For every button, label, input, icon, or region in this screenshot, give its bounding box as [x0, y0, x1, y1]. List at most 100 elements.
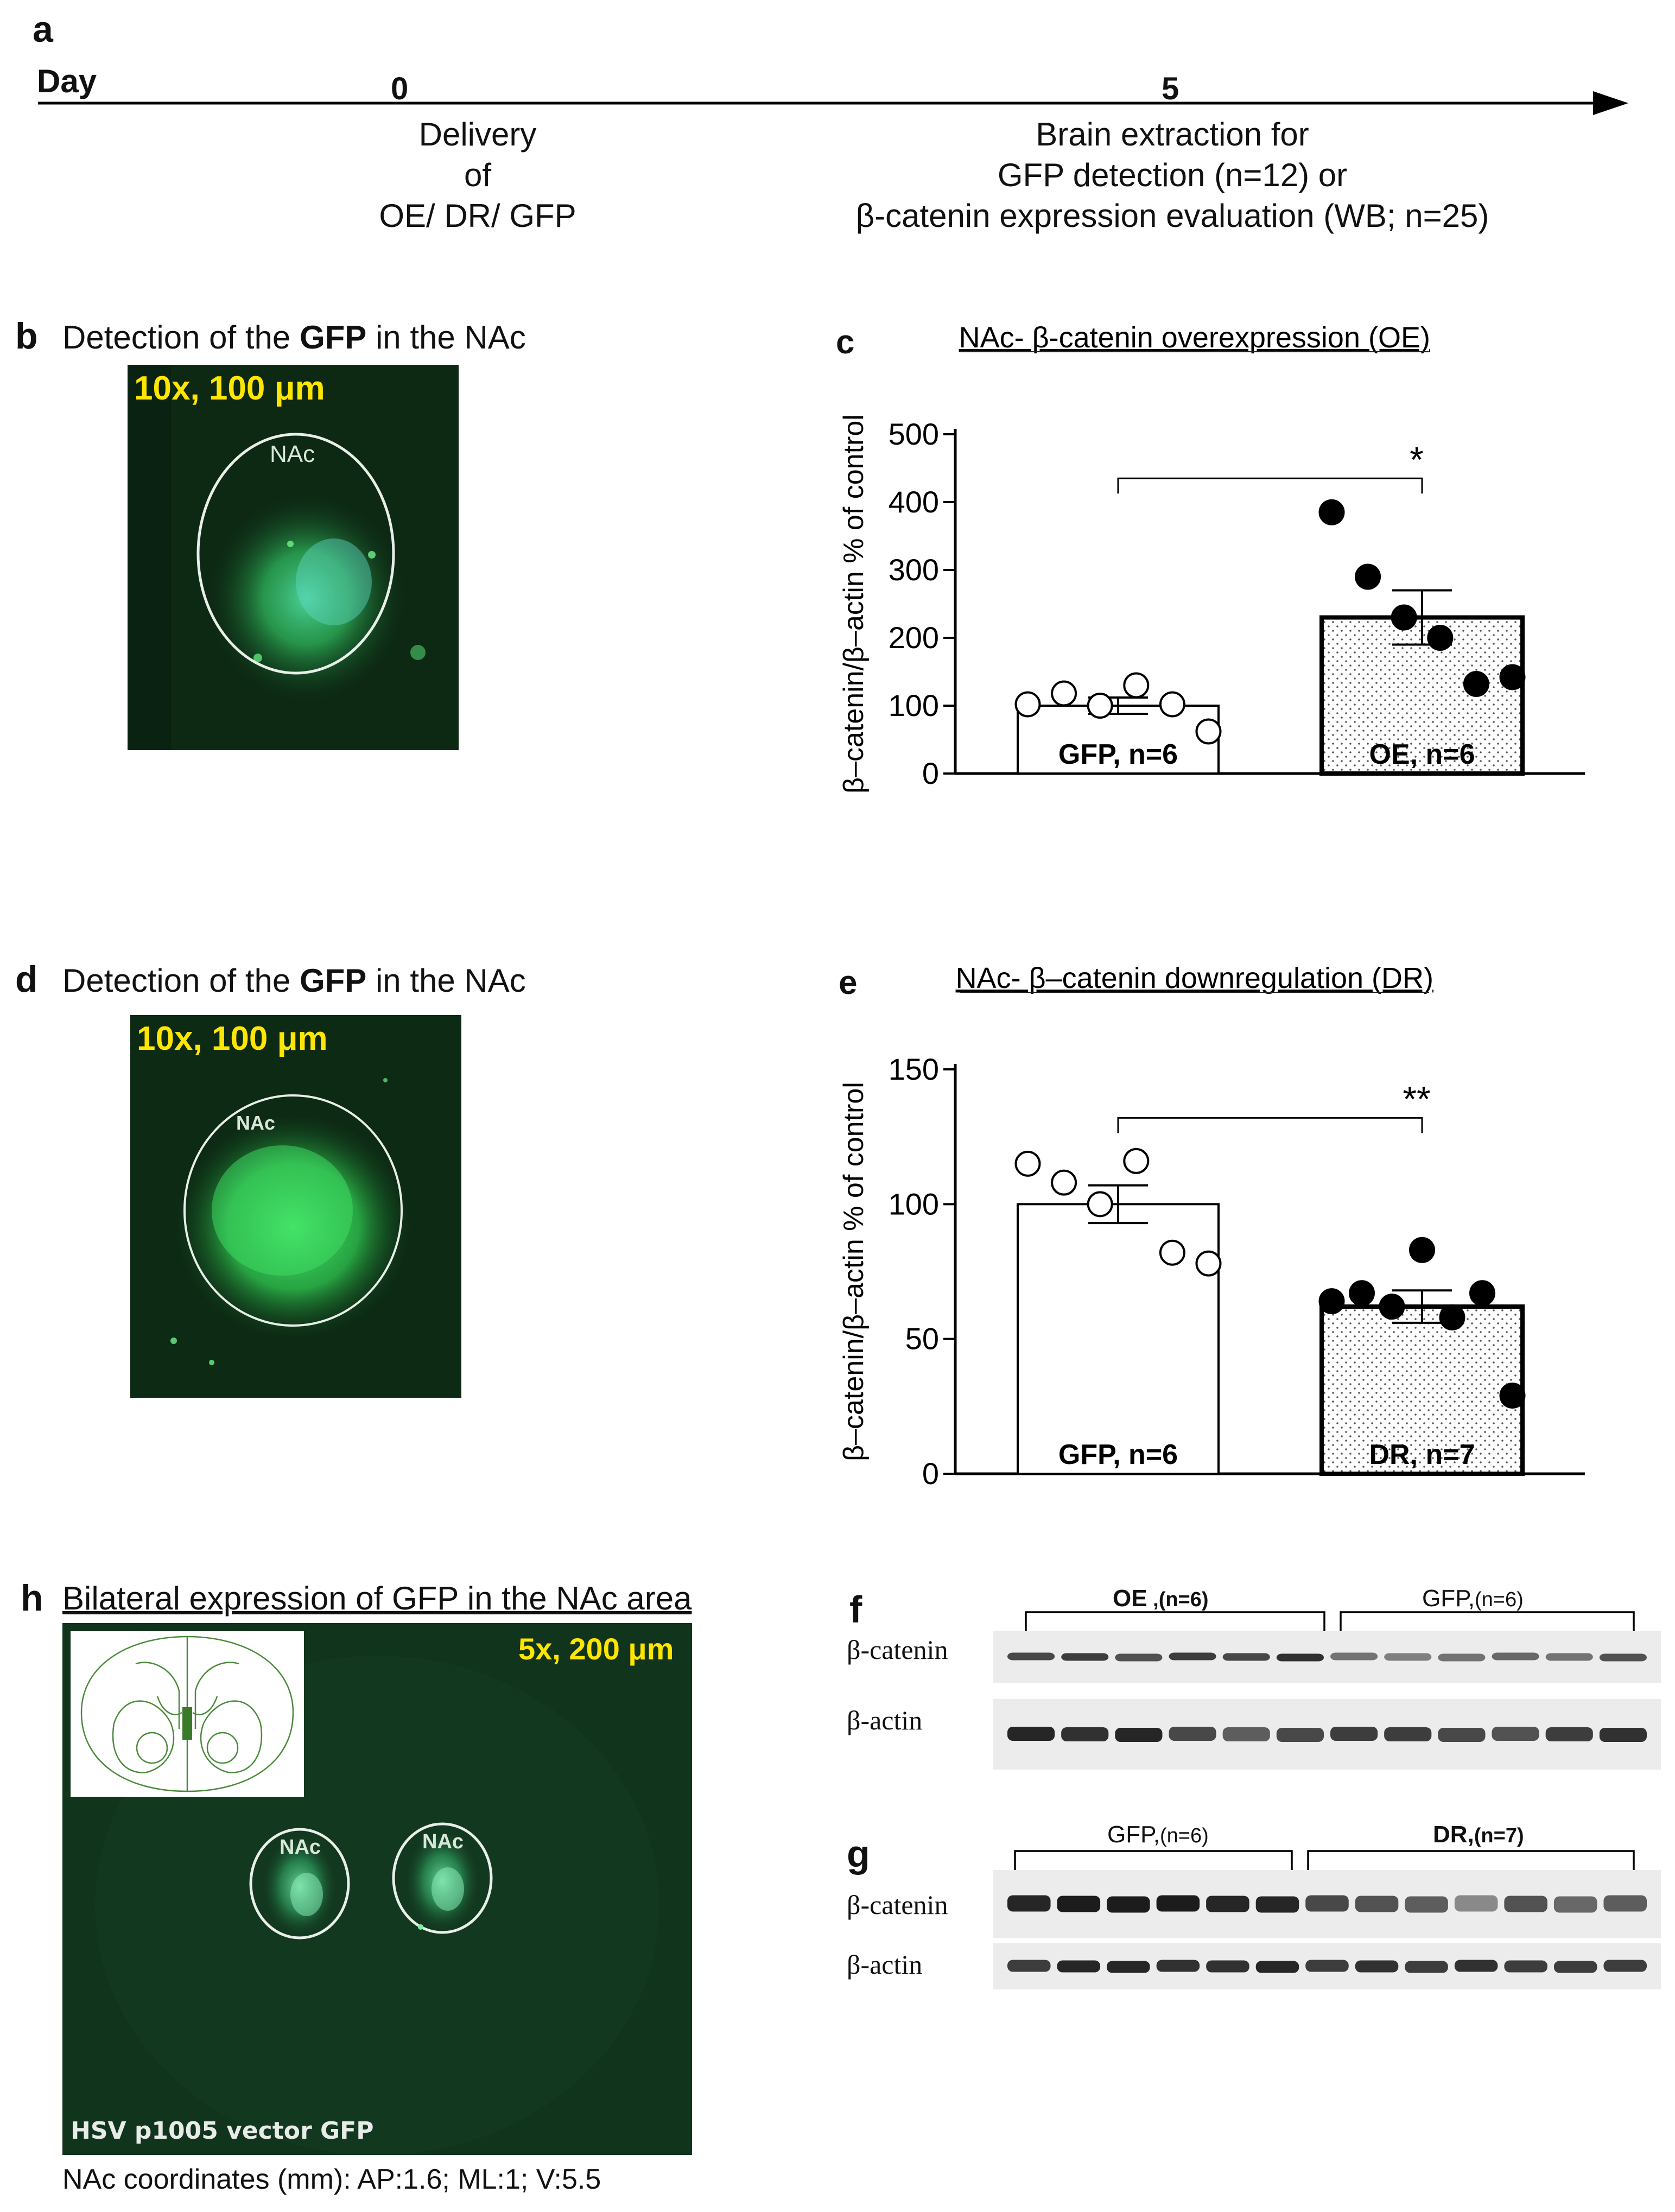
blot-band-1-8 — [1405, 1961, 1448, 1973]
blot-band-1-12 — [1603, 1960, 1647, 1972]
chart-title: NAc- β-catenin overexpression (OE) — [959, 321, 1430, 354]
micrograph-d: 10x, 100 μm NAc — [130, 1015, 461, 1398]
blot-g-image — [993, 1870, 1661, 1989]
panel-f-label: f — [849, 1588, 862, 1631]
panel-b-title-pre: Detection of the — [62, 319, 300, 356]
data-point-0-1 — [1051, 1169, 1077, 1196]
blot-band-0-6 — [1330, 1652, 1378, 1660]
timeline-tick-0: 0 — [391, 71, 409, 106]
day-label: Day — [37, 63, 97, 99]
blot-band-0-5 — [1255, 1896, 1299, 1913]
y-tick-label-50: 50 — [905, 1322, 939, 1356]
significance-bracket — [1117, 477, 1423, 494]
y-tick-label-200: 200 — [889, 620, 939, 655]
panel-d-title-pre: Detection of the — [62, 962, 300, 999]
category-label-1: OE, n=6 — [1369, 739, 1475, 770]
extraction-line-1: Brain extraction for — [1036, 116, 1309, 153]
blot-g-group2-n: (n=7) — [1474, 1824, 1524, 1847]
micrograph-h-vector: HSV p1005 vector GFP — [71, 2117, 374, 2145]
blot-band-0-8 — [1405, 1896, 1448, 1913]
data-point-1-2 — [1391, 604, 1417, 631]
blot-band-0-3 — [1169, 1652, 1216, 1660]
category-label-0: GFP, n=6 — [1058, 739, 1178, 770]
chart-title: NAc- β–catenin downregulation (DR) — [956, 962, 1433, 994]
micrograph-b-magnification: 10x, 100 μm — [134, 370, 325, 407]
extraction-line-2: GFP detection (n=12) or — [997, 157, 1348, 193]
blot-f-group2-n: (n=6) — [1475, 1588, 1524, 1611]
data-point-0-1 — [1051, 680, 1077, 707]
nac-outline-h-right — [392, 1822, 493, 1934]
blot-band-1-3 — [1156, 1960, 1200, 1972]
blot-band-1-11 — [1599, 1728, 1647, 1742]
blot-band-1-3 — [1169, 1727, 1216, 1741]
data-point-0-2 — [1087, 1191, 1113, 1218]
y-tick-label-0: 0 — [922, 1456, 939, 1491]
y-tick-label-300: 300 — [889, 553, 939, 587]
blot-band-1-6 — [1330, 1727, 1378, 1741]
panel-h-label: h — [21, 1577, 43, 1619]
blot-band-1-9 — [1454, 1960, 1498, 1972]
blot-band-0-7 — [1384, 1653, 1432, 1661]
data-point-1-3 — [1409, 1237, 1435, 1263]
nac-outline-h-left — [249, 1828, 350, 1940]
blot-band-1-11 — [1553, 1961, 1597, 1973]
blot-band-1-0 — [1007, 1960, 1051, 1972]
panel-d-title-post: in the NAc — [366, 962, 526, 999]
blot-band-0-9 — [1492, 1652, 1539, 1660]
timeline-tick-5: 5 — [1162, 71, 1179, 106]
significance-marker: ** — [1403, 1079, 1430, 1119]
brain-atlas-icon — [80, 1636, 294, 1792]
data-point-1-4 — [1463, 671, 1489, 697]
blot-f-image — [993, 1631, 1661, 1770]
significance-bracket — [1117, 1117, 1423, 1133]
extraction-text: Brain extraction for GFP detection (n=12… — [803, 114, 1541, 236]
blot-band-1-2 — [1115, 1728, 1163, 1742]
blot-band-1-7 — [1384, 1727, 1432, 1741]
blot-g-row1-label: β-catenin — [847, 1890, 948, 1920]
timeline-axis — [38, 91, 1628, 115]
blot-band-0-11 — [1599, 1653, 1647, 1662]
blot-band-0-4 — [1222, 1653, 1270, 1661]
blot-band-0-6 — [1305, 1895, 1349, 1912]
micrograph-h-region-right: NAc — [422, 1830, 464, 1853]
y-tick-label-500: 500 — [889, 417, 939, 451]
blot-band-1-5 — [1255, 1961, 1299, 1973]
micrograph-d-magnification: 10x, 100 μm — [137, 1020, 328, 1057]
data-point-0-3 — [1123, 1148, 1150, 1174]
data-point-1-1 — [1355, 563, 1381, 590]
y-tick-label-100: 100 — [889, 1187, 939, 1221]
blot-band-1-4 — [1222, 1727, 1270, 1741]
data-point-0-0 — [1014, 691, 1041, 718]
blot-f-group2-name: GFP, — [1422, 1585, 1475, 1612]
panel-g-label: g — [847, 1833, 870, 1875]
panel-d-label: d — [15, 959, 38, 1000]
blot-band-0-10 — [1545, 1653, 1593, 1661]
data-point-1-0 — [1318, 1288, 1345, 1315]
blot-f-group1-name: OE — [1113, 1585, 1147, 1612]
blot-band-0-0 — [1007, 1895, 1051, 1912]
micrograph-h: 5x, 200 μm NAc NAc HSV p1005 vector GFP — [62, 1623, 692, 2155]
blot-band-0-5 — [1276, 1653, 1324, 1662]
blot-g-row2-label: β-actin — [847, 1949, 923, 1980]
blot-band-0-1 — [1057, 1896, 1101, 1912]
blot-band-0-10 — [1504, 1896, 1547, 1912]
data-point-0-4 — [1159, 1239, 1185, 1266]
blot-band-0-2 — [1115, 1653, 1163, 1662]
blot-g-group1: GFP,(n=6) — [1107, 1821, 1209, 1848]
blot-band-1-2 — [1107, 1961, 1150, 1973]
y-axis-label: β–catenin/β–actin % of control — [838, 1082, 870, 1461]
timeline-arrowhead — [1593, 91, 1628, 115]
data-point-0-5 — [1195, 718, 1222, 745]
delivery-text: Delivery of OE/ DR/ GFP — [326, 114, 630, 236]
atlas-inset — [71, 1631, 304, 1797]
data-point-1-1 — [1349, 1280, 1375, 1307]
blot-band-1-10 — [1545, 1727, 1593, 1741]
bar-0 — [1017, 1203, 1220, 1475]
panel-d-title-bold: GFP — [299, 962, 367, 999]
y-tick-label-100: 100 — [889, 688, 939, 722]
category-label-1: DR, n=7 — [1369, 1439, 1475, 1471]
micrograph-b-region: NAc — [270, 441, 315, 467]
panel-b-title-post: in the NAc — [366, 319, 526, 356]
data-point-1-6 — [1499, 1382, 1526, 1409]
blot-band-1-1 — [1057, 1960, 1101, 1973]
